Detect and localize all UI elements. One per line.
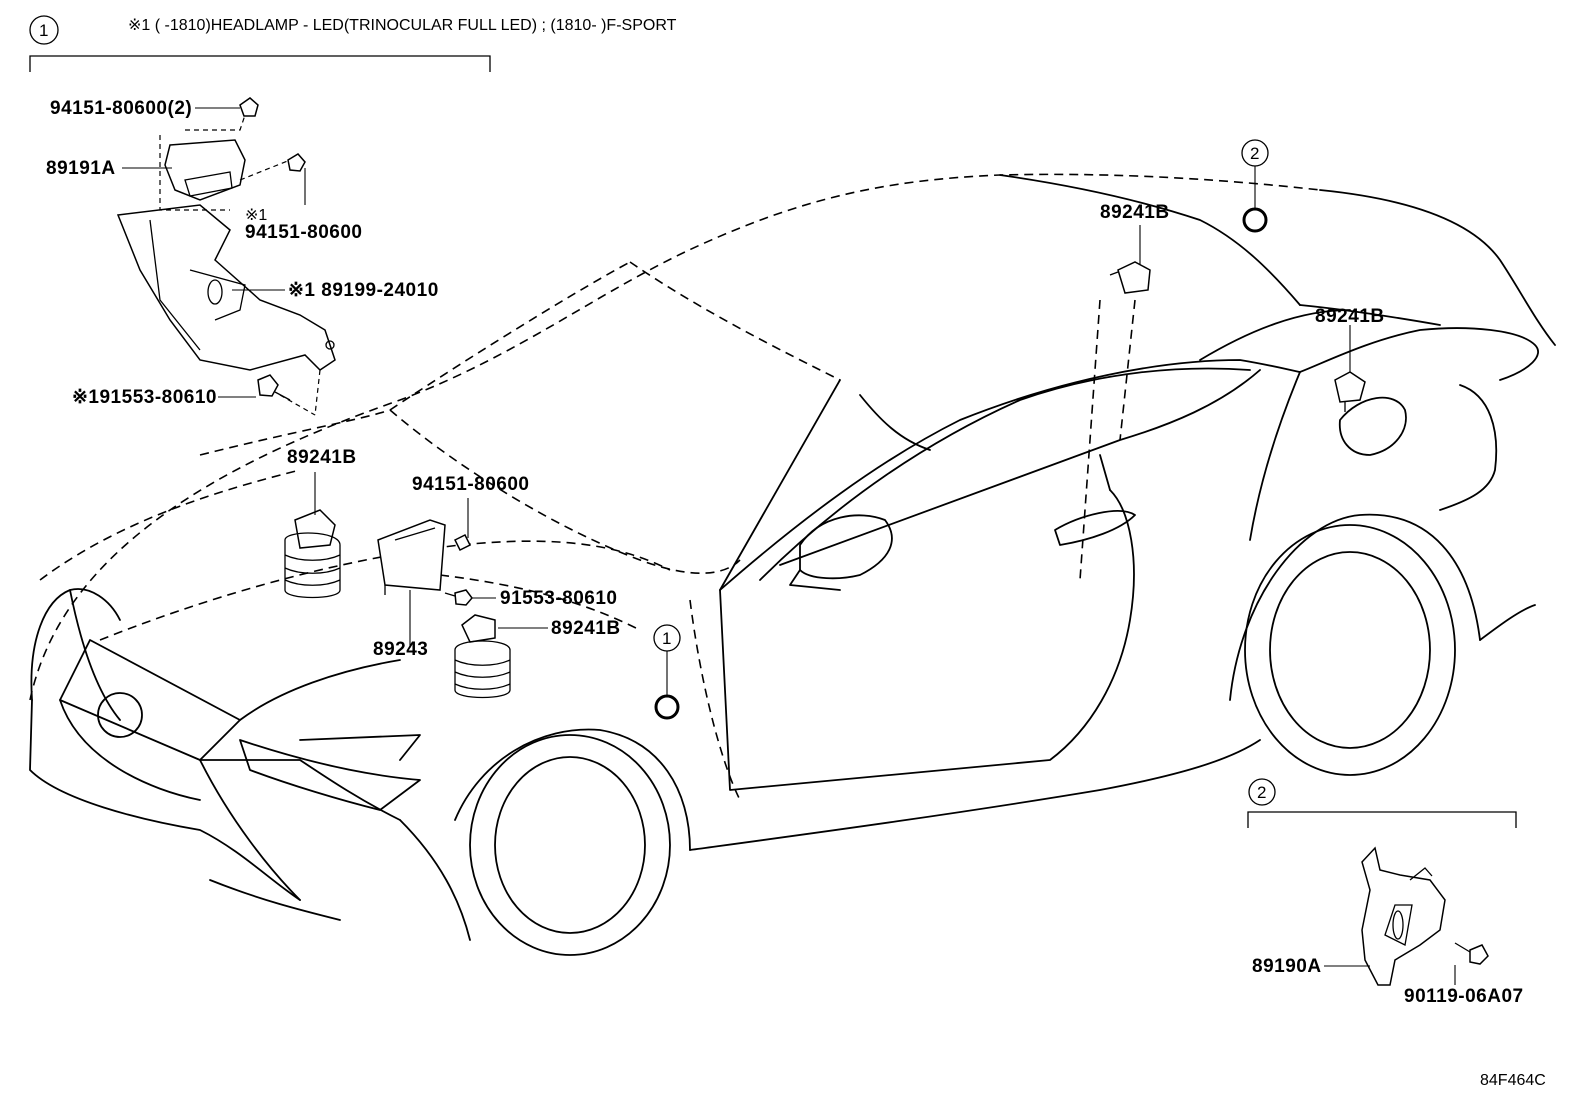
nut-94151-80600-right[interactable] [287, 153, 306, 172]
callout-number-2-inset: 2 [1257, 783, 1266, 802]
height-sensor-front-mid[interactable] [454, 614, 511, 699]
header-bracket [29, 55, 491, 72]
label-star1-note: ※1 [245, 207, 267, 224]
label-90119-06A07[interactable]: 90119-06A07 [1404, 986, 1524, 1007]
callout-number-1: 1 [662, 629, 671, 648]
label-91553-80610[interactable]: 91553-80610 [500, 588, 618, 609]
label-89241B-mid[interactable]: 89241B [551, 618, 621, 639]
bolt-91553-80610-star[interactable] [257, 374, 279, 397]
label-91553-80610-star[interactable]: ※191553-80610 [72, 387, 217, 408]
location-mark-1[interactable] [654, 694, 680, 720]
sensor-89191A[interactable] [164, 139, 246, 201]
callout-number-2-top: 2 [1250, 144, 1259, 163]
label-89241B-roof[interactable]: 89241B [1100, 202, 1170, 223]
callout-circle-2-inset[interactable] [1248, 778, 1276, 806]
nut-94151-80600-top[interactable] [239, 97, 259, 117]
ecu-89243[interactable] [377, 519, 473, 606]
header-text: ※1 ( -1810)HEADLAMP - LED(TRINOCULAR FUL… [128, 17, 677, 34]
callout-circle-1-header[interactable] [29, 15, 59, 45]
callout-number-header: 1 [39, 21, 48, 40]
label-89241B-front[interactable]: 89241B [287, 447, 357, 468]
bracket-assembly [116, 97, 336, 416]
bolt-90119-06A07[interactable] [1469, 944, 1489, 965]
bolt-91553-80610[interactable] [454, 589, 473, 606]
diagram-code: 84F464C [1480, 1072, 1546, 1089]
inset-bracket [1247, 811, 1517, 828]
height-sensor-front-left[interactable] [284, 509, 341, 599]
location-mark-2[interactable] [1242, 207, 1268, 233]
callout-markers: 1 2 [653, 139, 1269, 720]
label-89243[interactable]: 89243 [373, 639, 428, 660]
label-94151-80600-b[interactable]: 94151-80600 [412, 474, 530, 495]
label-89199-24010[interactable]: ※1 89199-24010 [288, 280, 439, 301]
car-body [29, 173, 1556, 956]
label-89241B-rear[interactable]: 89241B [1315, 306, 1385, 327]
label-89191A[interactable]: 89191A [46, 158, 116, 179]
inset-2: 2 [1247, 778, 1517, 986]
height-sensor-rear-right[interactable] [1334, 371, 1366, 412]
bracket-89199-24010[interactable] [116, 204, 336, 371]
header-group: 1 ※1 ( -1810)HEADLAMP - LED(TRINOCULAR F… [29, 15, 677, 72]
bracket-89190A[interactable] [1361, 846, 1446, 986]
label-94151-80600-a[interactable]: 94151-80600 [245, 222, 363, 243]
nut-94151-80600-ecu[interactable] [453, 533, 472, 552]
leader-lines [122, 107, 1456, 985]
height-sensor-rear-left[interactable] [1109, 261, 1151, 294]
label-94151-80600-2[interactable]: 94151-80600(2) [50, 98, 192, 119]
part-labels: 94151-80600(2) 89191A ※1 94151-80600 ※1 … [46, 98, 1546, 1089]
label-89190A[interactable]: 89190A [1252, 956, 1322, 977]
